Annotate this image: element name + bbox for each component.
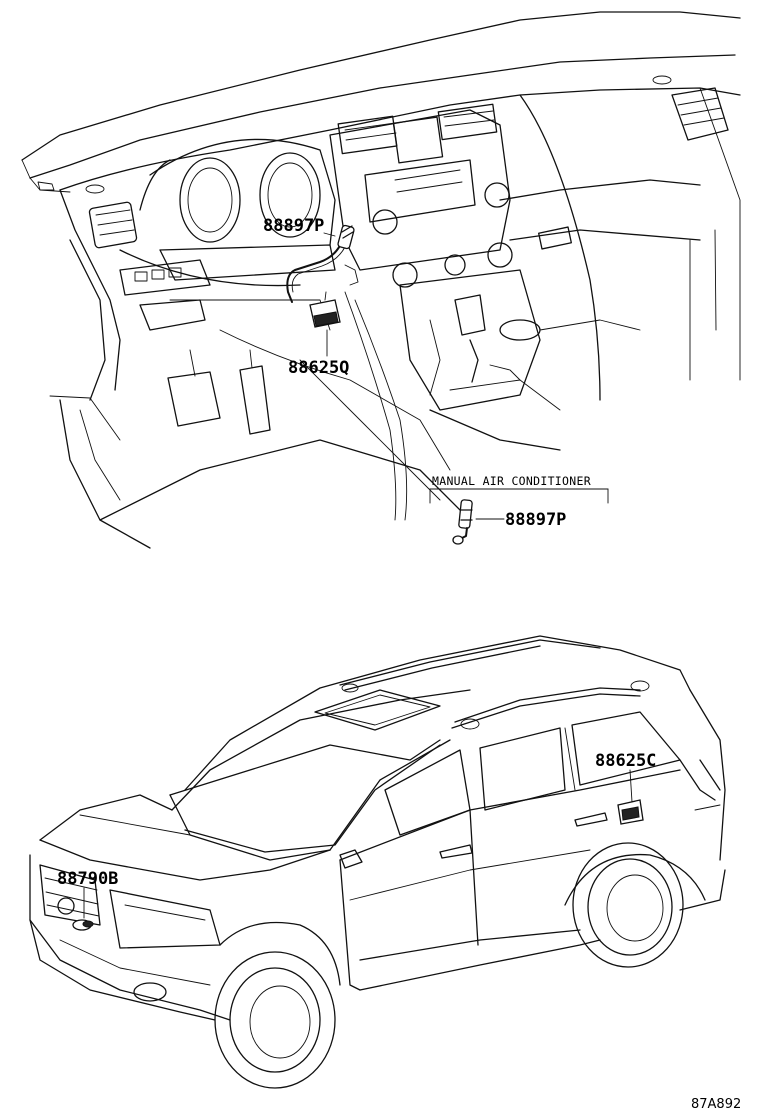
callout-88625c: 88625C bbox=[595, 751, 656, 771]
front-sensor-88790b-part bbox=[72, 887, 94, 931]
callout-88625q: 88625Q bbox=[288, 358, 349, 378]
figure-code: 87A892 bbox=[691, 1097, 741, 1112]
callout-88790b: 88790B bbox=[57, 869, 118, 889]
manual-ac-title: MANUAL AIR CONDITIONER bbox=[432, 474, 591, 488]
callout-88897p-manual: 88897P bbox=[505, 510, 566, 530]
rear-relay-88625c-part bbox=[617, 769, 644, 825]
dash-relay-88625q-part bbox=[309, 291, 341, 328]
leader-lines-top bbox=[323, 232, 336, 357]
manual-ac-inset: MANUAL AIR CONDITIONER 88897P bbox=[429, 474, 609, 545]
callout-88897p-dash: 88897P bbox=[263, 216, 324, 236]
dash-ac-sensor-88897p-part bbox=[286, 224, 359, 303]
vehicle-illustration bbox=[29, 635, 726, 1089]
dashboard-illustration bbox=[21, 11, 741, 549]
